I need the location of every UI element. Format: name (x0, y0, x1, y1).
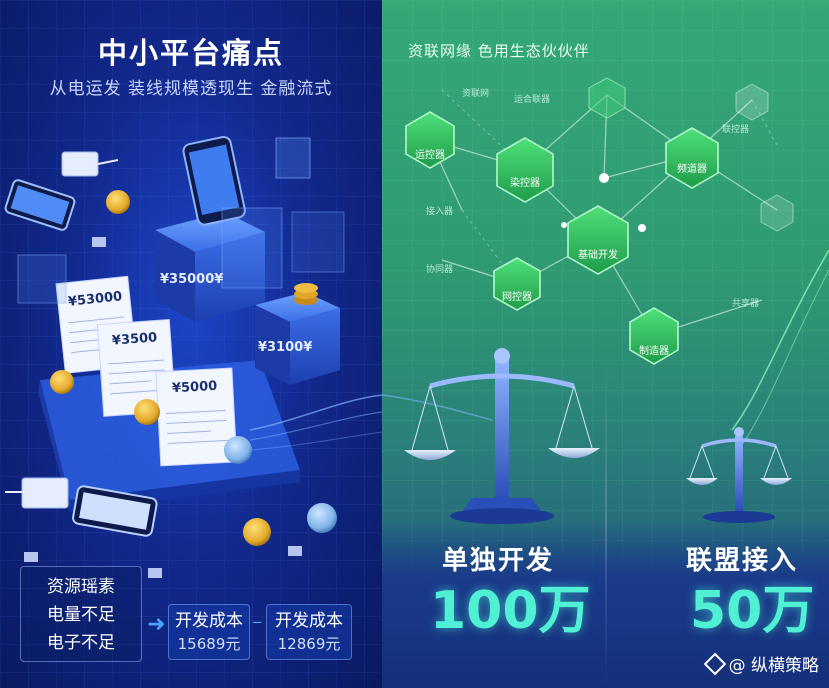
left-panel: 中小平台痛点 从电运发 装线规模透现生 金融流式 ¥53000 ¥3500 ¥5… (0, 0, 382, 688)
diamond-logo-icon (703, 652, 726, 675)
node-label-5: 协同器 (426, 265, 454, 275)
hex-label-4: 基础开发 (578, 248, 618, 261)
hex-node-1: 运控器 (405, 111, 455, 169)
node-label-6: 共享器 (732, 299, 760, 309)
node-label-2: 运合联器 (514, 95, 551, 105)
cost-label-1: 开发成本 (175, 611, 243, 631)
scale-left-value: 100万 (430, 581, 591, 641)
left-title: 中小平台痛点 (97, 36, 284, 70)
node-label-4: 接入器 (426, 207, 454, 217)
paper-amount-3: ¥5000 (171, 378, 218, 397)
hex-node-6: 制造器 (629, 307, 679, 365)
node-label-1: 资联网 (462, 89, 490, 99)
hex-label-1: 运控器 (415, 148, 445, 161)
watermark-text: @ 纵横策略 (728, 656, 819, 676)
arrow-right-icon: ➜ (147, 612, 166, 637)
cost-value-2: 12869元 (277, 635, 341, 653)
hex-label-5: 网控器 (502, 290, 532, 303)
watermark: @ 纵横策略 (703, 651, 819, 676)
cube-amount-1: ¥35000¥ (160, 272, 224, 287)
paper-amount-2: ¥3500 (111, 330, 158, 349)
info-line-2: 电量不足 (47, 605, 115, 625)
scale-right-value: 50万 (690, 581, 815, 641)
cube-amount-2: ¥3100¥ (258, 340, 313, 355)
right-bottom-glow (382, 520, 829, 688)
hex-label-6: 制造器 (639, 344, 669, 357)
hex-label-2: 染控器 (510, 176, 540, 189)
hex-node-3: 频道器 (665, 127, 719, 189)
cost-value-1: 15689元 (177, 635, 241, 653)
info-line-1: 资源瑶素 (47, 577, 115, 597)
hex-node-4: 基础开发 (567, 205, 629, 275)
left-subtitle: 从电运发 装线规模透现生 金融流式 (49, 79, 333, 99)
cost-box-1: 开发成本 15689元 (168, 604, 250, 660)
resource-info-box: 资源瑶素 电量不足 电子不足 (20, 566, 142, 662)
scale-left-label: 单独开发 (442, 546, 555, 576)
right-panel: 运控器 染控器 频道器 基础开发 网控器 制造器 (382, 0, 829, 688)
hex-label-3: 频道器 (677, 162, 707, 175)
cost-label-2: 开发成本 (275, 611, 343, 631)
ecosystem-network: 运控器 染控器 频道器 基础开发 网控器 制造器 (382, 77, 829, 524)
node-label-3: 联控器 (722, 125, 750, 135)
info-line-3: 电子不足 (47, 633, 115, 653)
scale-large (404, 348, 600, 524)
panel-divider (605, 360, 607, 688)
arrow-right-icon: ‒ (252, 612, 263, 631)
hex-node-5: 网控器 (493, 257, 541, 311)
left-illustration (4, 135, 382, 578)
scale-small (686, 427, 792, 523)
scale-right-label: 联盟接入 (686, 546, 799, 576)
right-title: 资联网缘 色用生态伙伙伴 (408, 42, 590, 60)
hex-node-2: 染控器 (496, 137, 554, 203)
cost-box-2: 开发成本 12869元 (266, 604, 352, 660)
